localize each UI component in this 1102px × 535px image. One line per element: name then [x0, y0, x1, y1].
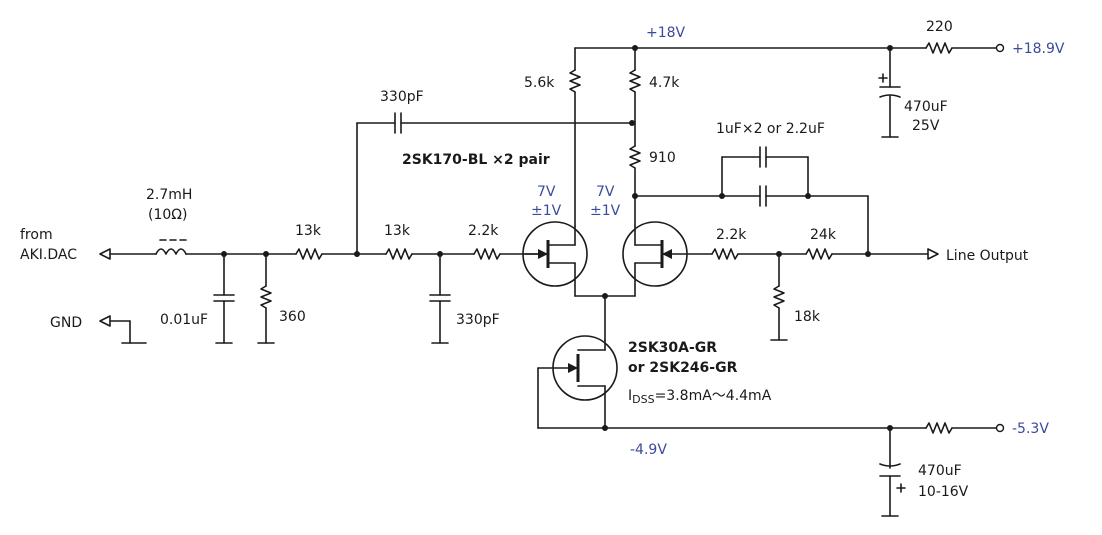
- label-r-2k2-out: 2.2k: [716, 227, 747, 243]
- resistor-4k7: [629, 69, 641, 93]
- label-idss: IDSS=3.8mA～4.4mA: [628, 388, 772, 406]
- label-r-24k: 24k: [810, 227, 837, 243]
- resistor-5k6: [569, 69, 581, 93]
- label-r-18k: 18k: [794, 309, 821, 325]
- terminal-pos: [995, 43, 1005, 53]
- resistor-13k-a: [295, 248, 323, 260]
- label-c-neg-v: 10-16V: [918, 484, 969, 500]
- resistor-910: [629, 145, 641, 169]
- label-ccs-fet-1: 2SK30A-GR: [628, 340, 717, 356]
- input-arrow: [99, 248, 111, 260]
- gnd-arrow: [99, 315, 111, 327]
- label-inductor-dcr: (10Ω): [148, 207, 187, 223]
- label-rail-pos: +18V: [646, 25, 686, 41]
- label-r-4k7: 4.7k: [649, 75, 680, 91]
- label-c-330-top: 330pF: [380, 89, 424, 105]
- label-c-pos: 470uF: [904, 99, 948, 115]
- inductor: [155, 248, 187, 255]
- label-aki-dac: AKI.DAC: [20, 247, 77, 263]
- label-c-pos-v: 25V: [912, 118, 940, 134]
- label-drain-tol-left: ±1V: [531, 203, 562, 219]
- label-r-13k-b: 13k: [384, 223, 411, 239]
- label-c-330-bottom: 330pF: [456, 312, 500, 328]
- resistor-13k-b: [385, 248, 413, 260]
- label-ccs-fet-2: or 2SK246-GR: [628, 360, 738, 376]
- label-r-220: 220: [926, 19, 953, 35]
- input-section: [99, 112, 635, 344]
- label-rail-neg-in: -5.3V: [1012, 421, 1049, 437]
- power-positive: [574, 42, 1005, 138]
- resistor-220: [925, 42, 953, 54]
- label-rail-neg: -4.9V: [630, 442, 667, 458]
- label-c-neg: 470uF: [918, 463, 962, 479]
- label-c-input: 0.01uF: [160, 312, 208, 328]
- label-c-coupling: 1uF×2 or 2.2uF: [716, 121, 825, 137]
- resistor-24k: [805, 248, 833, 260]
- label-fet-pair: 2SK170-BL ×2 pair: [402, 152, 550, 168]
- label-r-13k-a: 13k: [295, 223, 322, 239]
- label-r-2k2-in: 2.2k: [468, 223, 499, 239]
- resistor-18k: [773, 285, 785, 309]
- jfet-left: [522, 221, 588, 287]
- label-r-360: 360: [279, 309, 306, 325]
- fet-pair: [522, 47, 713, 341]
- resistor-2k2-out: [711, 248, 739, 260]
- label-from: from: [20, 227, 53, 243]
- label-drain-v-right: 7V: [596, 184, 615, 200]
- power-negative: [879, 422, 1005, 517]
- label-drain-tol-right: ±1V: [590, 203, 621, 219]
- label-gnd: GND: [50, 315, 82, 331]
- label-drain-v-left: 7V: [537, 184, 556, 200]
- output-section: [634, 146, 939, 341]
- label-line-output: Line Output: [946, 248, 1029, 264]
- label-rail-pos-in: +18.9V: [1012, 41, 1065, 57]
- label-inductor: 2.7mH: [146, 187, 192, 203]
- ccs: [537, 335, 927, 431]
- resistor-2k2-in: [473, 248, 501, 260]
- resistor-neg: [925, 422, 953, 434]
- resistor-360: [260, 285, 272, 309]
- label-r-5k6: 5.6k: [524, 75, 555, 91]
- output-arrow: [927, 248, 939, 260]
- terminal-neg: [995, 423, 1005, 433]
- label-r-910: 910: [649, 150, 676, 166]
